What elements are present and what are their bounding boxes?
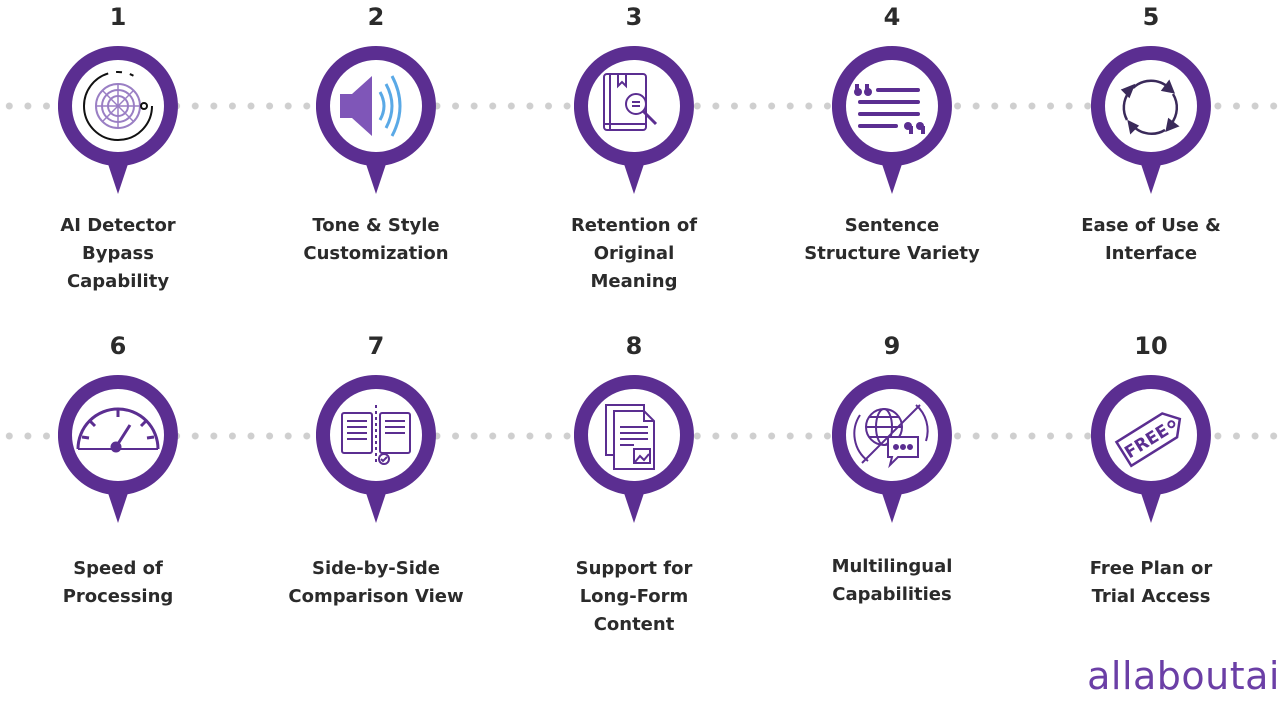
feature-number: 10	[1134, 332, 1168, 360]
speaker-icon	[340, 75, 402, 137]
map-pin-marker	[574, 375, 694, 525]
feature-number: 1	[109, 3, 127, 31]
feature-number: 4	[883, 3, 901, 31]
feature-label: Tone & Style Customization	[303, 215, 449, 264]
feature-number: 8	[625, 332, 643, 360]
speedometer-icon	[76, 407, 160, 453]
map-pin-marker	[316, 46, 436, 196]
feature-label: Side-by-Side Comparison View	[288, 558, 464, 607]
map-pin-marker	[1091, 46, 1211, 196]
document-stack-icon	[605, 404, 655, 470]
feature-number: 3	[625, 3, 643, 31]
map-pin-marker	[832, 375, 952, 525]
circular-arrows-icon	[1120, 79, 1180, 135]
feature-label: AI Detector Bypass Capability	[60, 215, 176, 292]
map-pin-marker	[58, 375, 178, 525]
ai-detector-icon	[83, 71, 153, 141]
feature-number: 5	[1142, 3, 1160, 31]
feature-number: 2	[367, 3, 385, 31]
feature-label: Ease of Use & Interface	[1081, 215, 1221, 264]
globe-chat-icon	[853, 404, 929, 469]
book-magnifier-icon	[603, 73, 658, 131]
feature-label: Sentence Structure Variety	[804, 215, 980, 264]
map-pin-marker	[58, 46, 178, 196]
map-pin-marker	[832, 46, 952, 196]
map-pin-marker	[316, 375, 436, 525]
feature-label: Speed of Processing	[62, 558, 174, 607]
quote-lines-icon	[854, 84, 925, 134]
brand-logo: allaboutai	[1087, 654, 1280, 698]
map-pin-marker	[574, 46, 694, 196]
open-book-compare-icon	[341, 405, 411, 465]
feature-label: Free Plan or Trial Access	[1089, 558, 1213, 607]
feature-number: 9	[883, 332, 901, 360]
map-pin-marker: FREE	[1091, 375, 1211, 525]
feature-number: 6	[109, 332, 127, 360]
feature-label: Support for Long-Form Content	[575, 558, 693, 635]
feature-label: Retention of Original Meaning	[570, 215, 698, 292]
feature-label: Multilingual Capabilities	[831, 556, 953, 605]
feature-number: 7	[367, 332, 385, 360]
